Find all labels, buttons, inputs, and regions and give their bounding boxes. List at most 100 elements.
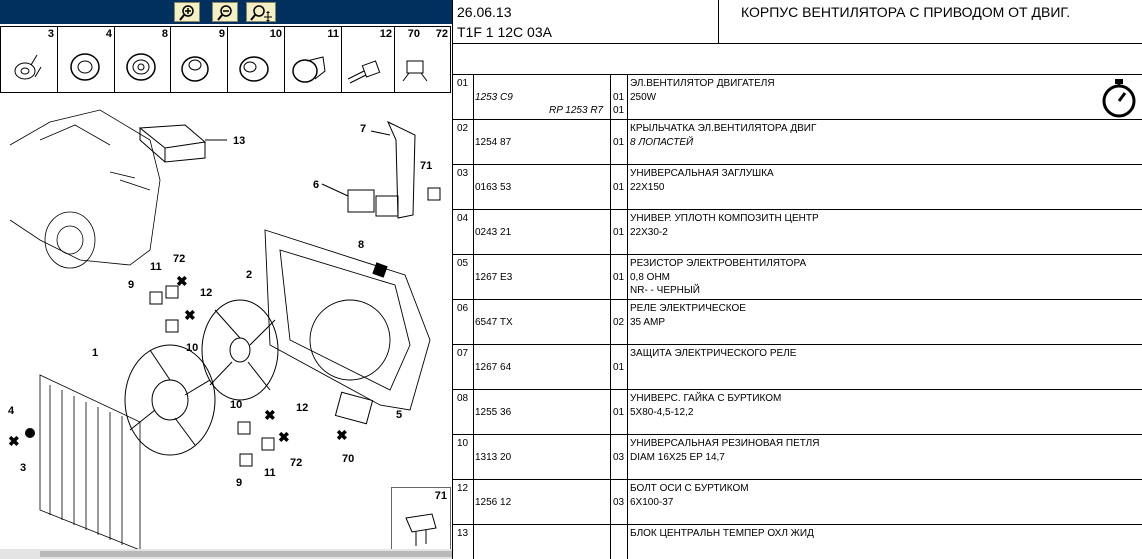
car-outline (9, 109, 161, 269)
thumbnail-number: 12 (379, 28, 392, 40)
thumbnail-number: 9 (218, 28, 225, 40)
plug-icon (14, 54, 42, 80)
part-description: БЛОК ЦЕНТРАЛЬН ТЕМПЕР ОХЛ ЖИД (630, 528, 814, 539)
parts-list-panel: 26.06.13 T1F 1 12C 03A КОРПУС ВЕНТИЛЯТОР… (452, 0, 1142, 559)
part-reference: 0163 53 (475, 182, 512, 193)
part-description: РЕЛЕ ЭЛЕКТРИЧЕСКОЕ (630, 303, 746, 314)
thumbnail-number: 72 (435, 28, 448, 40)
part-reference: 0243 21 (475, 227, 512, 238)
thumbnail-12[interactable]: 12 (341, 27, 395, 92)
callout-71: 71 (420, 160, 432, 172)
part-spec: 5X80-4,5-12,2 (630, 407, 694, 418)
thumbnail-number: 70 (407, 28, 420, 40)
quantity: 01 (613, 227, 625, 238)
zoom-pan-button[interactable] (246, 2, 276, 22)
row-number: 08 (457, 393, 469, 404)
thumbnail-10[interactable]: 10 (227, 27, 285, 92)
bolt-icon (347, 60, 381, 84)
catalog-date: 26.06.13 (457, 4, 512, 20)
inset-part-71[interactable]: 71 (391, 487, 451, 555)
svg-text:✖: ✖ (8, 433, 20, 449)
callout-11b: 11 (264, 467, 276, 479)
zoom-in-icon (179, 5, 194, 21)
part-description: УНИВЕРСАЛЬНАЯ ЗАГЛУШКА (630, 168, 774, 179)
motor-fan (124, 344, 216, 456)
zoom-toolbar (0, 0, 452, 24)
scrollbar-thumb[interactable] (40, 551, 452, 557)
thumbnail-9[interactable]: 9 (170, 27, 228, 92)
quantity: 01 (613, 182, 625, 193)
zoom-in-button[interactable] (174, 2, 200, 22)
page-title: КОРПУС ВЕНТИЛЯТОРА С ПРИВОДОМ ОТ ДВИГ. (741, 4, 1071, 20)
quantity: 01 (613, 92, 625, 103)
callout-72: 72 (173, 253, 185, 265)
thumbnail-72[interactable]: 72 (402, 27, 450, 92)
part-description: ЭЛ.ВЕНТИЛЯТОР ДВИГАТЕЛЯ (630, 78, 775, 89)
flange-nut-icon (126, 53, 156, 81)
part-reference: 1254 87 (475, 137, 512, 148)
clip-icon (405, 513, 437, 546)
callout-5: 5 (396, 409, 402, 421)
part-spec: 35 AMP (630, 317, 666, 328)
thumbnail-number: 10 (269, 28, 282, 40)
row-number: 12 (457, 483, 469, 494)
callout-3: 3 (20, 462, 26, 474)
thumbnail-70[interactable]: 70 (394, 27, 422, 92)
row-number: 02 (457, 123, 469, 134)
callout-10b: 10 (230, 399, 242, 411)
stopwatch-icon[interactable] (1099, 76, 1139, 120)
small-fasteners: ✖ ✖ ✖ ✖ ✖ ✖ (8, 187, 441, 467)
part-spec: 6X100-37 (630, 497, 674, 508)
row-number: 06 (457, 303, 469, 314)
fan-shroud (264, 229, 431, 411)
row-number: 13 (457, 528, 469, 539)
replacement-reference: RP 1253 R7 (549, 105, 604, 116)
inset-label: 71 (434, 490, 447, 502)
svg-text:✖: ✖ (176, 273, 188, 289)
callout-12: 12 (200, 287, 212, 299)
thumbnail-4[interactable]: 4 (57, 27, 115, 92)
row-number: 04 (457, 213, 469, 224)
thumbnail-11[interactable]: 11 (284, 27, 342, 92)
zoom-pan-icon (250, 5, 272, 22)
column-divider (627, 74, 628, 559)
part-spec: DIAM 16X25 EP 14,7 (630, 452, 725, 463)
diagram-panel: 3 4 8 9 (0, 0, 452, 559)
part-description: УНИВЕР. УПЛОТН КОМПОЗИТН ЦЕНТР (630, 213, 819, 224)
quantity-alt: 01 (613, 105, 625, 116)
thumbnail-3[interactable]: 3 (1, 27, 57, 92)
callout-70: 70 (342, 453, 354, 465)
column-divider (473, 74, 474, 559)
svg-text:✖: ✖ (278, 429, 290, 445)
control-unit (138, 124, 227, 163)
callout-6: 6 (313, 179, 319, 191)
callout-10: 10 (186, 342, 198, 354)
zoom-out-button[interactable] (212, 2, 238, 22)
horizontal-scrollbar[interactable] (0, 549, 452, 559)
resistor (334, 391, 374, 425)
row-number: 07 (457, 348, 469, 359)
table-row[interactable]: 13 БЛОК ЦЕНТРАЛЬН ТЕМПЕР ОХЛ ЖИД (453, 524, 1142, 559)
thumbnail-number: 8 (161, 28, 168, 40)
part-description: РЕЗИСТОР ЭЛЕКТРОВЕНТИЛЯТОРА (630, 258, 807, 269)
callout-9b: 9 (236, 477, 242, 489)
grommet-icon (70, 53, 100, 81)
row-number: 01 (457, 78, 469, 89)
callout-7: 7 (360, 123, 366, 135)
table-row[interactable]: 04 0243 21 01 УНИВЕР. УПЛОТН КОМПОЗИТН ЦЕНТ… (453, 209, 1142, 254)
svg-text:✖: ✖ (184, 307, 196, 323)
thumbnail-number: 4 (105, 28, 112, 40)
part-reference: 1267 64 (475, 362, 512, 373)
part-spec: 0,8 OHM (630, 272, 671, 283)
thumbnail-8[interactable]: 8 (114, 27, 171, 92)
column-divider (610, 74, 611, 559)
